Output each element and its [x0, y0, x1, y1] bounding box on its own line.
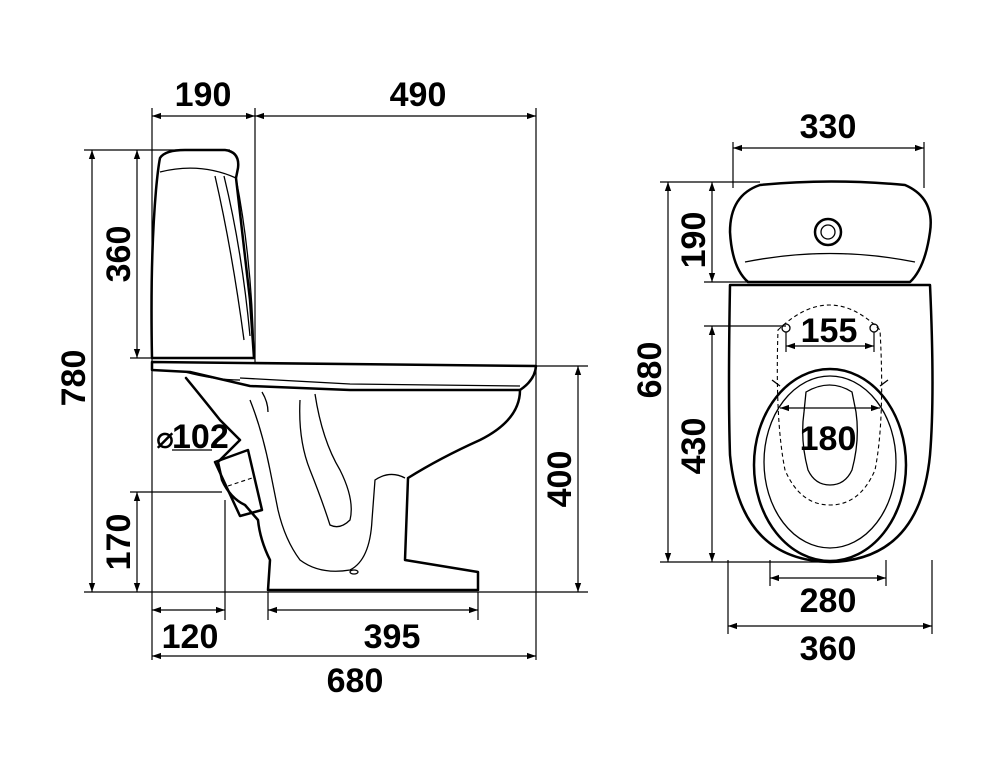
label-outlet-diameter: 102 [172, 418, 229, 456]
top-view: 330 190 680 155 430 180 280 360 [631, 108, 934, 668]
outlet-pipe [213, 448, 264, 518]
label-base-length: 395 [364, 618, 421, 656]
cistern-tank-top [728, 180, 932, 284]
label-total-height: 780 [55, 350, 93, 407]
side-extension-lines [84, 108, 588, 660]
top-labels: 330 190 680 155 430 180 280 360 [631, 108, 857, 668]
bolt-hole-left [781, 323, 791, 333]
label-tank-width: 330 [800, 108, 857, 146]
label-total-width: 360 [800, 630, 857, 668]
cistern-tank-side [150, 148, 256, 360]
bowl-side [184, 376, 522, 592]
label-base-width: 280 [800, 582, 857, 620]
bowl-top [727, 283, 934, 564]
label-bolt-spacing: 155 [801, 312, 858, 350]
label-total-length: 680 [327, 662, 384, 700]
label-tank-height: 360 [100, 226, 138, 283]
label-bowl-depth: 490 [390, 76, 447, 114]
side-labels: 190 490 360 780 ⌀ 102 170 400 120 395 68… [55, 76, 579, 700]
label-seat-height: 400 [541, 451, 579, 508]
top-dimension-lines [664, 144, 932, 630]
label-outlet-diameter-symbol: ⌀ [156, 422, 174, 455]
seat-side [150, 360, 538, 392]
side-view: 190 490 360 780 ⌀ 102 170 400 120 395 68… [55, 76, 588, 700]
label-bowl-length: 430 [675, 418, 713, 475]
label-outlet-height: 170 [100, 514, 138, 571]
label-opening-width: 180 [800, 420, 857, 458]
label-tank-depth-top: 190 [675, 212, 713, 269]
label-tank-depth: 190 [175, 76, 232, 114]
label-total-depth: 680 [631, 342, 669, 399]
side-dimension-lines [88, 112, 582, 660]
label-outlet-offset: 120 [162, 618, 219, 656]
flush-button-icon [813, 217, 843, 247]
bolt-hole-right [869, 323, 879, 333]
